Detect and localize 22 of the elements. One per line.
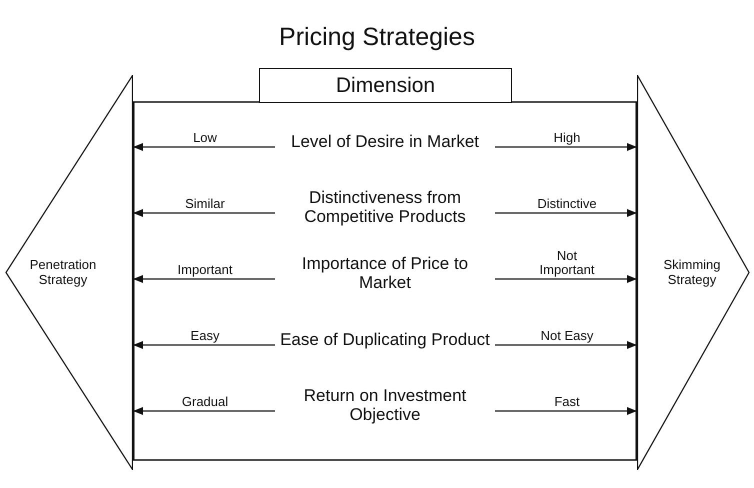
- arrow: [495, 407, 637, 415]
- dimension-label: Level of Desire in Market: [275, 119, 495, 163]
- title: Pricing Strategies: [278, 22, 476, 52]
- arrow: [133, 143, 275, 151]
- strategy-triangle: [637, 75, 750, 470]
- dimension-label: Importance of Price to Market: [275, 251, 495, 295]
- dimension-label: Ease of Duplicating Product: [275, 317, 495, 361]
- strategy-triangle: [5, 75, 133, 470]
- arrow: [495, 209, 637, 217]
- arrow: [495, 275, 637, 283]
- dimension-panel: [133, 68, 637, 460]
- arrow: [495, 143, 637, 151]
- arrow: [133, 341, 275, 349]
- strategy-label: Skimming Strategy: [662, 256, 722, 286]
- arrow: [495, 341, 637, 349]
- arrow: [133, 209, 275, 217]
- dimension-label: Return on Investment Objective: [275, 383, 495, 427]
- arrow: [133, 407, 275, 415]
- dimension-label: Distinctiveness from Competitive Products: [275, 185, 495, 229]
- strategy-label: Penetration Strategy: [28, 256, 98, 286]
- arrow: [133, 275, 275, 283]
- heading-box: Dimension: [259, 68, 512, 103]
